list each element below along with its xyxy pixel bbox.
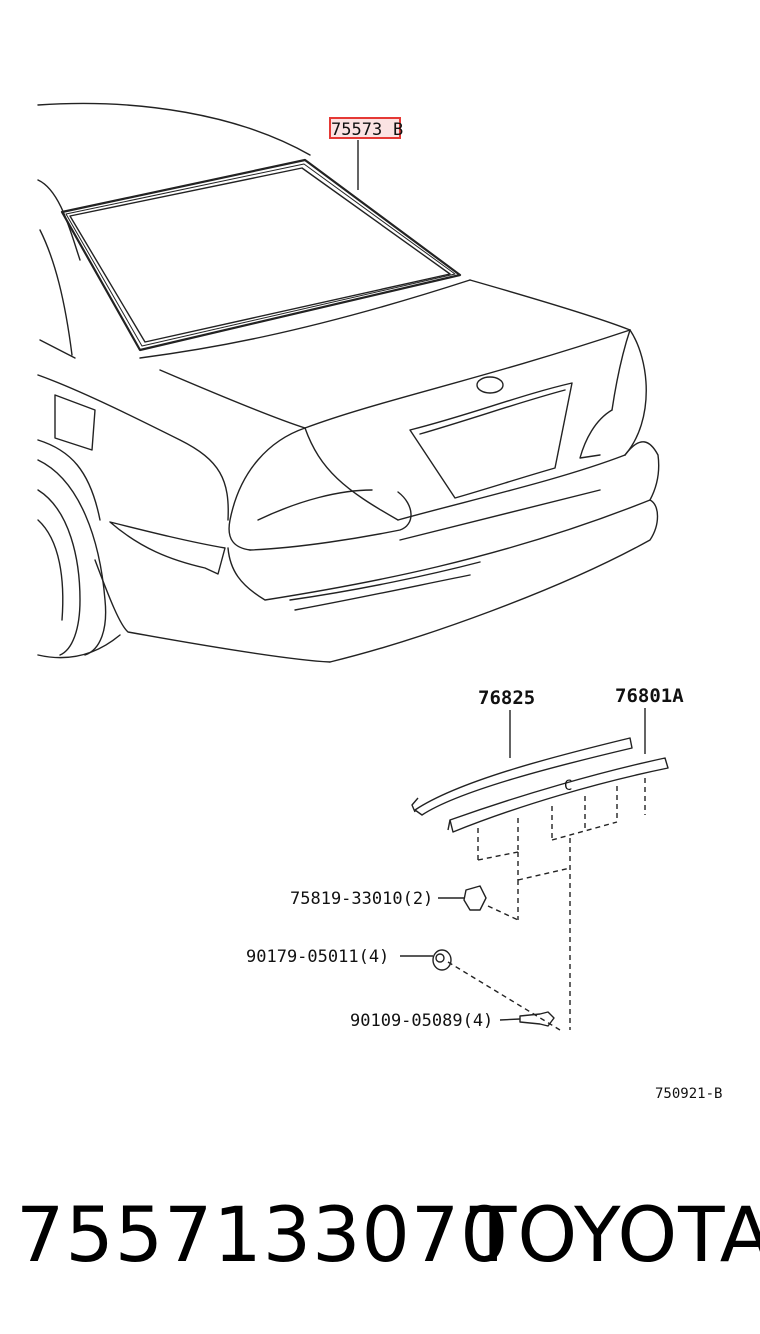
spoiler-mark-c: C: [564, 778, 572, 794]
callout-highlight-box: [329, 117, 401, 139]
callout-spoiler-cover[interactable]: 76825: [478, 687, 535, 709]
callout-nut[interactable]: 90179-05011(4): [246, 947, 389, 967]
diagram-reference-code: 750921-B: [655, 1086, 722, 1100]
car-rear-illustration: [37, 102, 660, 663]
callout-spoiler[interactable]: 76801A: [615, 685, 684, 707]
part-number: 7557133070: [16, 1190, 510, 1279]
parts-diagram: 75573 B: [37, 102, 722, 1100]
brand-name: TOYOTA: [470, 1190, 760, 1279]
caption-bar: 7557133070 TOYOTA: [0, 1180, 760, 1290]
callout-seal-partial[interactable]: 75573: [331, 120, 382, 140]
callout-seal-suffix: B: [393, 120, 403, 140]
callout-bolt[interactable]: 90109-05089(4): [350, 1011, 493, 1031]
callout-clip[interactable]: 75819-33010(2): [290, 889, 433, 909]
spoiler-illustration: [400, 737, 669, 1031]
